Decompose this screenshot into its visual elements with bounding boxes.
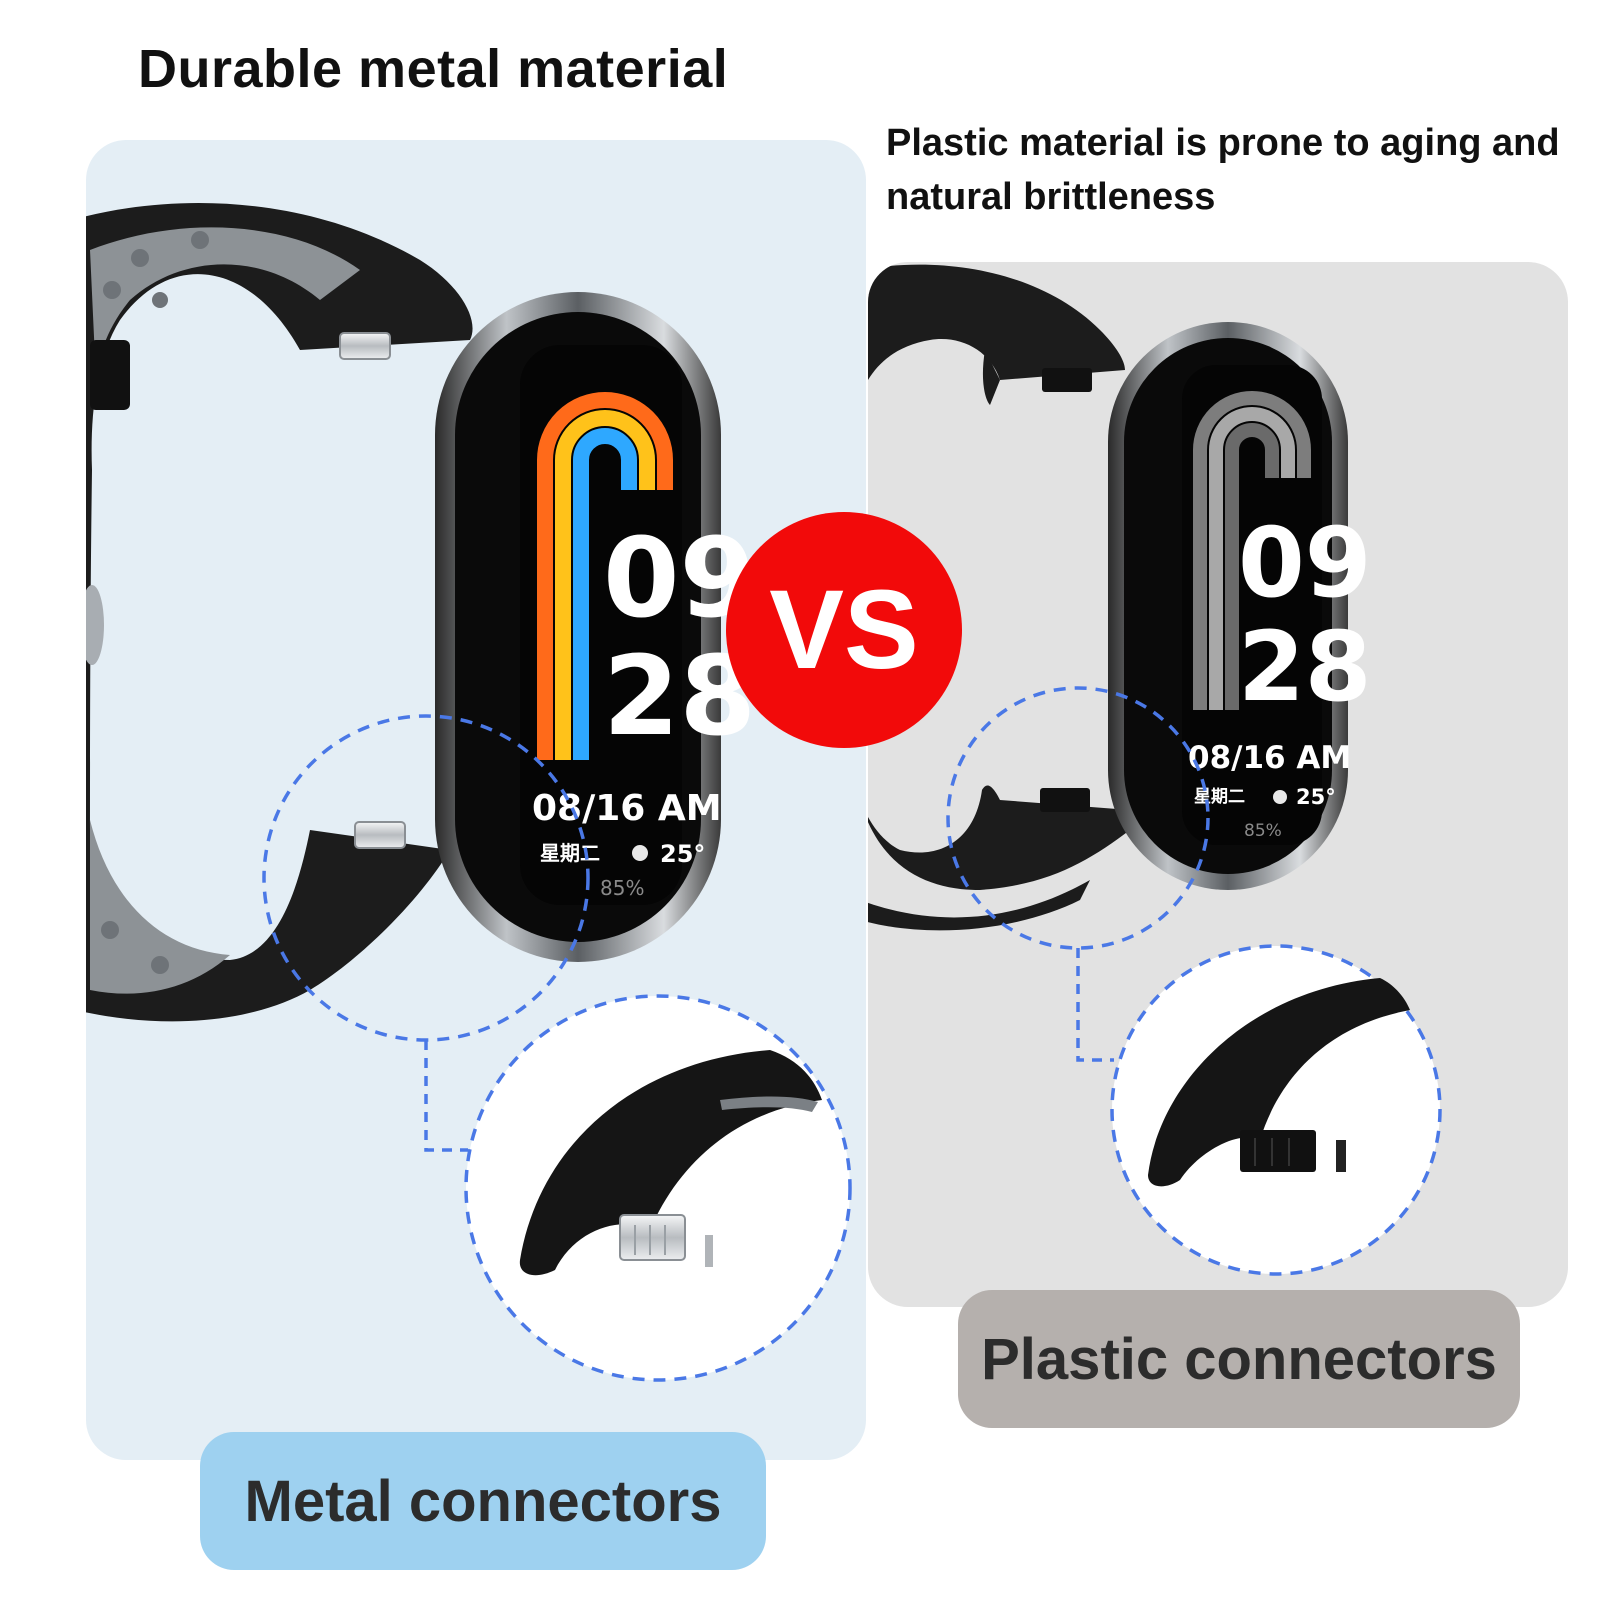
- watch-battery: 85%: [1244, 821, 1282, 841]
- metal-connector-top: [339, 332, 391, 360]
- plastic-zoom-source-circle: [946, 686, 1210, 950]
- watch-date: 08/16 AM: [1188, 740, 1351, 776]
- watch-temperature: 25°: [1296, 785, 1336, 809]
- metal-connectors-text: Metal connectors: [244, 1468, 722, 1534]
- strap-band: [86, 202, 473, 1022]
- watch-weekday: 星期二: [540, 841, 600, 865]
- metal-connector-closeup: [519, 1050, 822, 1276]
- metal-connectors-label: Metal connectors: [200, 1432, 766, 1570]
- plastic-connector-bottom: [1040, 788, 1090, 812]
- strap-sport-holes: [90, 227, 360, 380]
- headline-metal: Durable metal material: [138, 39, 729, 99]
- watch-hour: 09: [1238, 507, 1372, 619]
- plastic-watch: 09 28 08/16 AM 星期二 25° 85%: [1108, 322, 1372, 890]
- grey-arc-inner: [1225, 423, 1279, 710]
- plastic-connector-closeup: [1148, 978, 1410, 1187]
- watch-temperature: 25°: [660, 840, 705, 868]
- plastic-strap-group: [868, 264, 1130, 931]
- rainbow-arc-yellow: [555, 410, 655, 760]
- cloud-icon: [632, 845, 648, 861]
- headline-plastic: Plastic material is prone to aging and n…: [886, 122, 1560, 218]
- plastic-connectors-label: Plastic connectors: [958, 1290, 1520, 1428]
- rainbow-arc-blue: [573, 428, 637, 760]
- strap-sport-holes-lower: [90, 820, 230, 994]
- plastic-zoom-detail-circle: [1110, 944, 1442, 1276]
- plastic-strap-top: [868, 264, 1125, 380]
- grey-arc-outer: [1193, 391, 1311, 710]
- watch-weekday: 星期二: [1194, 787, 1245, 807]
- metal-watch: 09 28 08/16 AM 星期二 25° 85%: [435, 292, 756, 962]
- plastic-connector-top: [1042, 368, 1092, 392]
- watch-minute: 28: [1238, 611, 1372, 723]
- grey-arc-middle: [1209, 407, 1295, 710]
- vs-badge: [726, 512, 962, 748]
- watch-date: 08/16 AM: [532, 788, 722, 829]
- watch-battery: 85%: [600, 876, 644, 900]
- metal-connector-bottom: [354, 821, 406, 849]
- vs-text: VS: [769, 567, 918, 692]
- rainbow-arc-orange: [537, 392, 673, 760]
- plastic-connectors-text: Plastic connectors: [981, 1326, 1497, 1392]
- metal-strap-group: [86, 202, 473, 1022]
- cloud-icon: [1273, 790, 1287, 804]
